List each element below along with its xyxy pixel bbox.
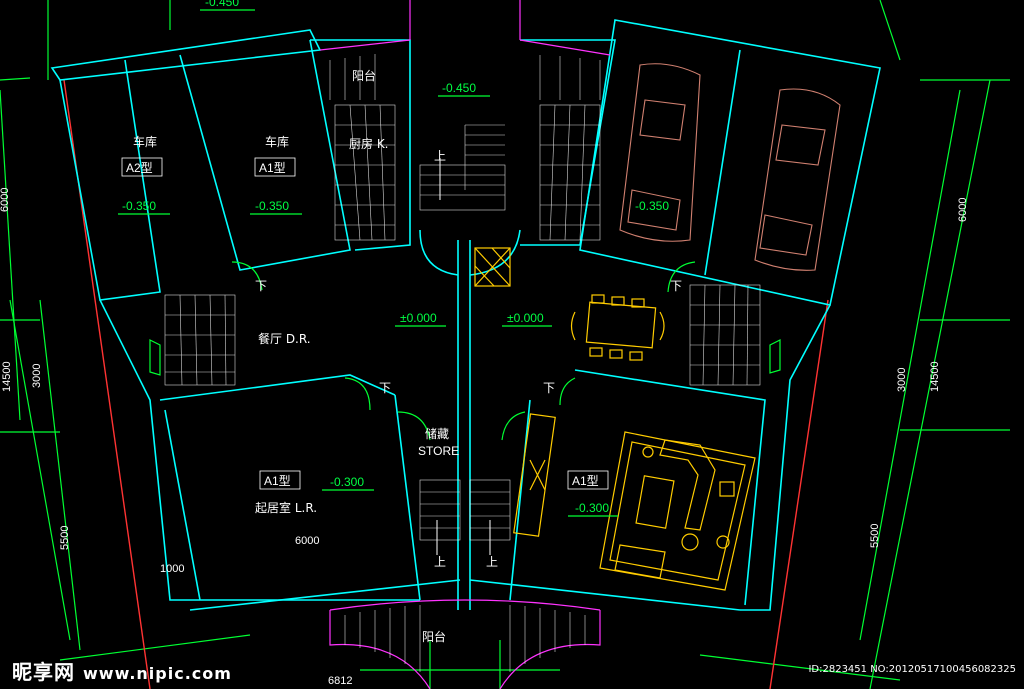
living-right-level: -0.300 bbox=[575, 501, 609, 515]
stairs-lower bbox=[419, 479, 511, 541]
dim-right-total: 14500 bbox=[929, 361, 941, 392]
garage-a2-level: -0.350 bbox=[122, 199, 156, 213]
living-furniture bbox=[599, 431, 756, 591]
kitchen-tiles-left bbox=[334, 104, 396, 241]
dim-right-top: 6000 bbox=[957, 198, 969, 222]
bath-tiles-right bbox=[689, 284, 761, 386]
dim-right-bottom: 5500 bbox=[869, 524, 881, 548]
dim-living-width: 6000 bbox=[295, 535, 319, 547]
stair-arrows bbox=[436, 158, 491, 555]
cabinet bbox=[513, 413, 556, 537]
central-walls bbox=[419, 229, 521, 610]
storage-cn-label: 储藏 bbox=[425, 426, 449, 441]
right-wing-walls bbox=[469, 19, 881, 611]
bath-tiles-left bbox=[164, 294, 236, 386]
dim-bottom-width: 6812 bbox=[328, 675, 352, 687]
balcony-top-label: 阳台 bbox=[352, 68, 376, 83]
top-level-mark: -0.450 bbox=[205, 0, 239, 9]
stair-down-left: 下 bbox=[255, 279, 267, 293]
doors bbox=[149, 261, 781, 441]
balcony-hatch bbox=[329, 54, 601, 672]
garage-right-level: -0.350 bbox=[635, 199, 669, 213]
dining-label: 餐厅 D.R. bbox=[258, 331, 311, 346]
garage-a1-name: 车库 bbox=[265, 134, 289, 149]
living-right-type: A1型 bbox=[572, 474, 599, 488]
dim-left-total: 14500 bbox=[1, 361, 13, 392]
car-right bbox=[754, 88, 841, 271]
garage-a1-level: -0.350 bbox=[255, 199, 289, 213]
balcony-bottom-label: 阳台 bbox=[422, 629, 446, 644]
car-left bbox=[619, 63, 701, 242]
living-left-type: A1型 bbox=[264, 474, 291, 488]
dim-left-partial-top: 6000 bbox=[0, 188, 11, 212]
living-left-name: 起居室 L.R. bbox=[255, 500, 317, 515]
door-down-right: 下 bbox=[543, 381, 555, 395]
garage-a1-type: A1型 bbox=[259, 161, 286, 175]
shaft-box bbox=[474, 247, 511, 287]
image-id-stamp: ID:2823451 NO:20120517100456082325 bbox=[808, 664, 1016, 675]
dim-left-bottom: 5500 bbox=[59, 526, 71, 550]
balconies bbox=[319, 0, 611, 689]
dim-left-small: 1000 bbox=[160, 563, 184, 575]
garage-a2-name: 车库 bbox=[133, 134, 157, 149]
hall-right-level: ±0.000 bbox=[507, 311, 544, 325]
kitchen-label: 厨房 K. bbox=[349, 136, 389, 151]
watermark: 昵享网 www.nipic.com bbox=[12, 656, 232, 685]
stairs-upper bbox=[419, 124, 506, 211]
stair-up-top: 上 bbox=[434, 149, 446, 163]
dim-left-partial-mid: 3000 bbox=[31, 364, 43, 388]
stair-up-bottom-right: 上 bbox=[486, 555, 498, 569]
door-down-left: 下 bbox=[379, 381, 391, 395]
living-left-level: -0.300 bbox=[330, 475, 364, 489]
stair-up-bottom-left: 上 bbox=[434, 555, 446, 569]
entry-level: -0.450 bbox=[442, 81, 476, 95]
storage-en-label: STORE bbox=[418, 444, 459, 458]
watermark-brand: 昵享网 bbox=[12, 660, 75, 684]
axis-lines bbox=[63, 79, 829, 689]
dim-right-mid: 3000 bbox=[896, 368, 908, 392]
kitchen-tiles-right bbox=[539, 104, 601, 241]
dining-set bbox=[570, 294, 665, 361]
stair-down-right: 下 bbox=[670, 279, 682, 293]
left-wing-walls bbox=[50, 29, 461, 611]
garage-a2-type: A2型 bbox=[126, 161, 153, 175]
hall-left-level: ±0.000 bbox=[400, 311, 437, 325]
watermark-url: www.nipic.com bbox=[83, 664, 232, 683]
